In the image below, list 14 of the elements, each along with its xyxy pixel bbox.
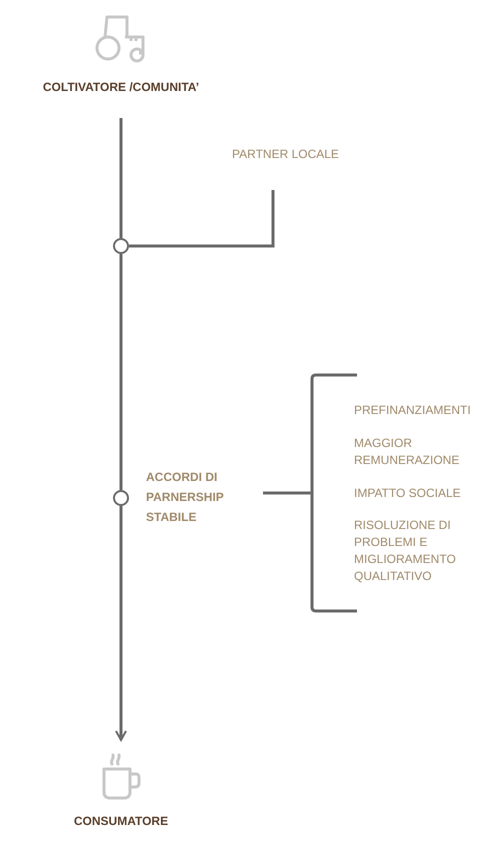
node-label: IMPATTO SOCIALE <box>354 485 461 502</box>
node-label: PARTNER LOCALE <box>232 146 339 163</box>
node-label: CONSUMATORE <box>74 813 168 830</box>
junction-circle <box>113 490 129 506</box>
node-label: COLTIVATORE /COMUNITA’ <box>42 79 200 96</box>
node-label: RISOLUZIONE DI PROBLEMI E MIGLIORAMENTO QUALITATIVO <box>354 517 456 585</box>
node-label: PREFINANZIAMENTI <box>354 402 471 419</box>
connector-line <box>129 190 274 248</box>
arrow <box>115 506 127 741</box>
connector-line <box>120 118 122 238</box>
node-label: MAGGIOR REMUNERAZIONE <box>354 435 460 469</box>
node-label: ACCORDI DI PARNERSHIP STABILE <box>146 469 225 526</box>
junction-circle <box>113 238 129 254</box>
connector-line <box>120 254 122 490</box>
